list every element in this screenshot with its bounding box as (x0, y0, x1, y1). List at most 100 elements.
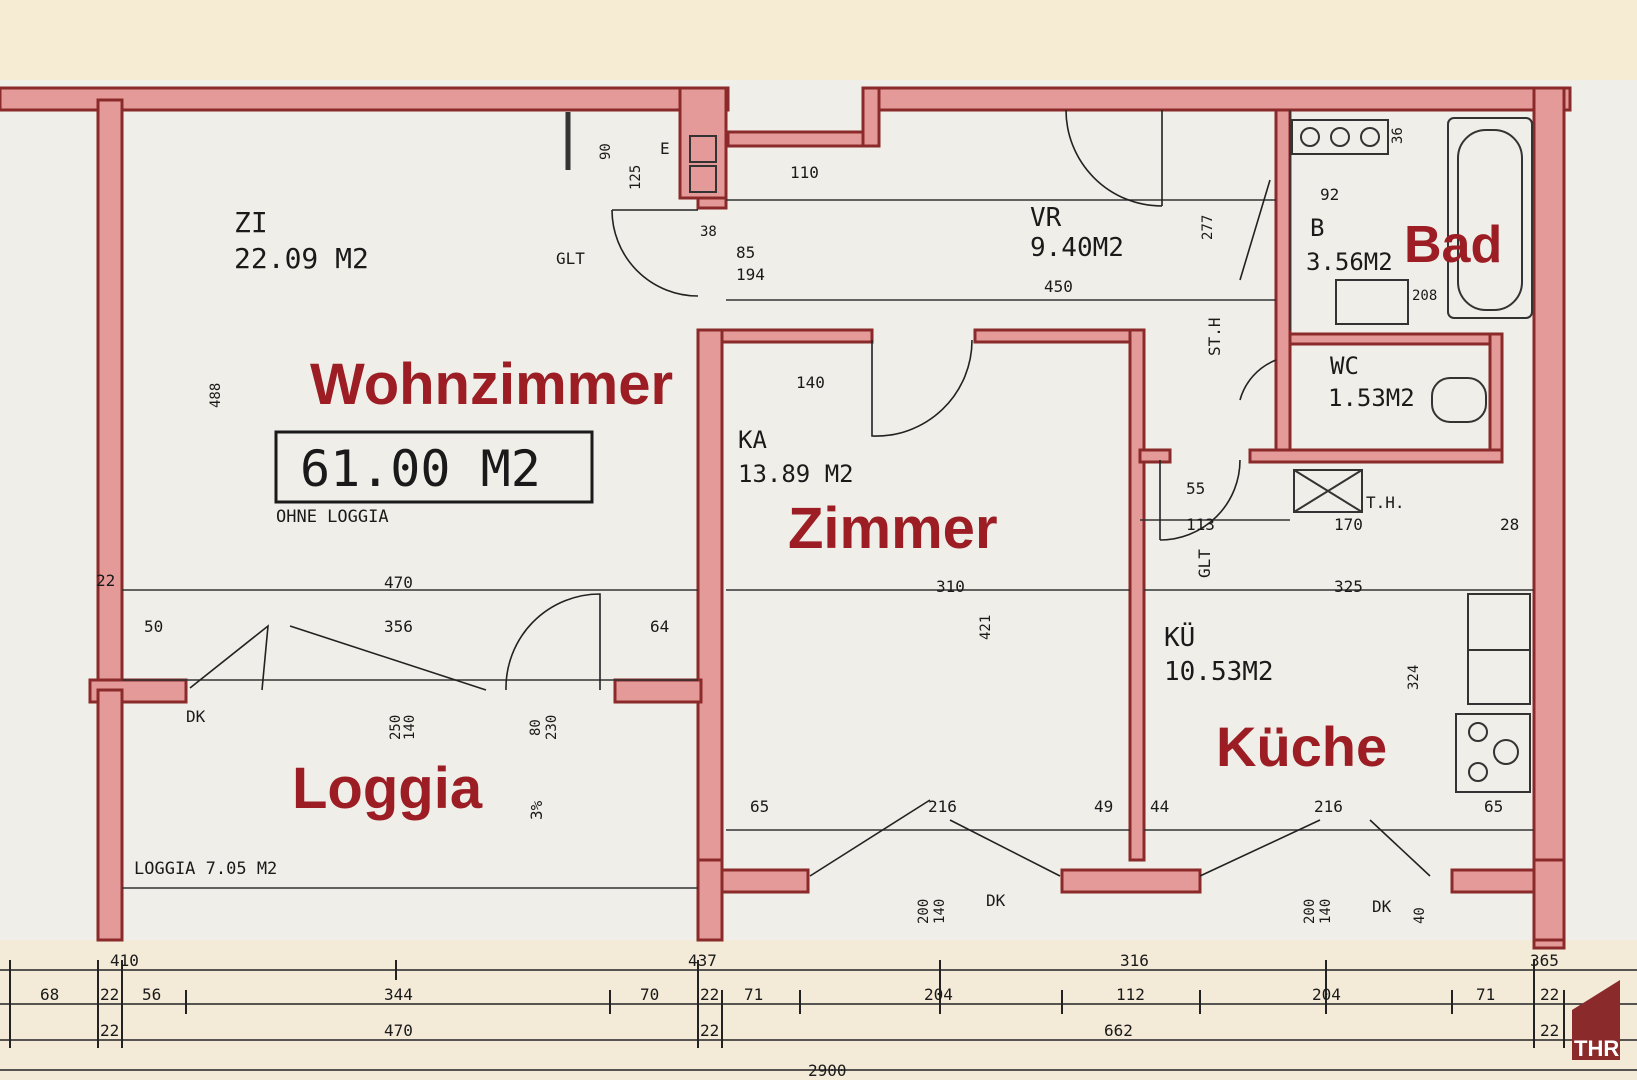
svg-text:356: 356 (384, 617, 413, 636)
annotation-sth: ST.H (1205, 317, 1224, 356)
svg-text:40: 40 (1412, 907, 1428, 924)
annotation-th: T.H. (1366, 493, 1405, 512)
door-loggia-1 (189, 624, 269, 691)
svg-text:50: 50 (144, 617, 163, 636)
svg-text:344: 344 (384, 985, 413, 1004)
room-area-ku: 10.53M2 (1164, 657, 1274, 687)
svg-text:65: 65 (1484, 797, 1503, 816)
room-codes: ZI 22.09 M2 VR 9.40M2 KA 13.89 M2 B 3.56… (134, 203, 1415, 879)
door-kueche (1159, 459, 1241, 541)
room-code-ka: KA (738, 426, 767, 454)
dimension-lines (0, 960, 1637, 1071)
total-area-value: 61.00 M2 (300, 440, 541, 498)
svg-text:421: 421 (978, 615, 994, 640)
svg-text:310: 310 (936, 577, 965, 596)
svg-text:324: 324 (1406, 665, 1422, 690)
wall-living-zimmer (696, 328, 724, 942)
svg-text:22: 22 (100, 985, 119, 1004)
kitchen-stove (1455, 713, 1531, 793)
logo-text: THR (1574, 1036, 1619, 1061)
room-area-b: 3.56M2 (1306, 248, 1393, 276)
svg-text:49: 49 (1094, 797, 1113, 816)
room-code-b: B (1310, 214, 1324, 242)
svg-text:64: 64 (650, 617, 669, 636)
wall-right-outer (1532, 86, 1566, 950)
plan-paper (0, 80, 1637, 940)
wall-shaft (678, 86, 728, 200)
fixtures (565, 112, 1533, 793)
svg-text:140: 140 (932, 899, 948, 924)
annotation-dk-3: DK (1372, 897, 1392, 916)
annotation-glt: GLT (556, 249, 585, 268)
svg-text:140: 140 (402, 715, 418, 740)
kitchen-shaft (1293, 469, 1363, 513)
paper-margin (0, 0, 1637, 80)
svg-text:140: 140 (1318, 899, 1334, 924)
total-area-box (274, 430, 594, 504)
svg-text:250: 250 (388, 715, 404, 740)
bad-sink (1335, 279, 1409, 325)
svg-text:70: 70 (640, 985, 659, 1004)
door-bad (1239, 179, 1271, 281)
svg-text:200: 200 (916, 899, 932, 924)
wall-top-left (0, 86, 730, 112)
svg-text:55: 55 (1186, 479, 1205, 498)
room-area-ka: 13.89 M2 (738, 460, 854, 488)
shaft-e2 (689, 165, 717, 193)
wall-shaft-foot (696, 196, 728, 210)
wall-bad-left (1274, 108, 1292, 457)
svg-text:410: 410 (110, 951, 139, 970)
svg-text:22: 22 (700, 985, 719, 1004)
bottom-dimensions: 410 437 316 365 68 22 56 344 70 22 71 20… (40, 951, 1559, 1080)
door-balcony-zimmer (809, 799, 1061, 877)
svg-text:488: 488 (208, 383, 224, 408)
annotation-dk-2: DK (986, 891, 1006, 910)
bathtub-inner (1457, 129, 1523, 311)
interior-dimensions: 488 470 356 50 64 22 140 170 28 325 310 … (96, 127, 1519, 924)
wall-top-right (863, 86, 1572, 112)
door-wc (1239, 359, 1277, 401)
svg-text:470: 470 (384, 573, 413, 592)
svg-text:470: 470 (384, 1021, 413, 1040)
logo-shape (1572, 980, 1620, 1060)
svg-text:140: 140 (796, 373, 825, 392)
svg-text:92: 92 (1320, 185, 1339, 204)
svg-text:194: 194 (736, 265, 765, 284)
svg-text:450: 450 (1044, 277, 1073, 296)
svg-text:56: 56 (142, 985, 161, 1004)
loggia-note: LOGGIA 7.05 M2 (134, 859, 277, 879)
room-code-zi: ZI (234, 206, 268, 239)
room-code-wc: WC (1330, 352, 1359, 380)
label-bad: Bad (1404, 216, 1502, 274)
svg-text:68: 68 (40, 985, 59, 1004)
wall-loggia-column-left (96, 688, 124, 942)
svg-text:112: 112 (1116, 985, 1145, 1004)
svg-text:71: 71 (1476, 985, 1495, 1004)
svg-text:38: 38 (700, 224, 717, 240)
wall-column-mid (696, 858, 724, 942)
svg-text:22: 22 (100, 1021, 119, 1040)
svg-text:65: 65 (750, 797, 769, 816)
wall-wc-right (1488, 332, 1504, 461)
wall-corridor-b (973, 328, 1142, 344)
label-zimmer: Zimmer (788, 496, 998, 561)
label-loggia: Loggia (292, 756, 483, 821)
svg-text:22: 22 (1540, 1021, 1559, 1040)
svg-text:110: 110 (790, 163, 819, 182)
svg-text:316: 316 (1120, 951, 1149, 970)
svg-text:204: 204 (924, 985, 953, 1004)
annotations: GLT GLT DK DK DK ST.H T.H. E 3% (186, 139, 1405, 916)
svg-text:2900: 2900 (808, 1061, 847, 1080)
wall-wc-bottom (1248, 448, 1504, 464)
room-code-ku: KÜ (1164, 621, 1195, 653)
wall-kueche-top (1138, 448, 1172, 464)
thr-logo: THR (1572, 980, 1620, 1061)
svg-text:80: 80 (528, 719, 544, 736)
wall-zimmer-kueche (1128, 328, 1146, 862)
svg-text:22: 22 (96, 571, 115, 590)
svg-text:170: 170 (1334, 515, 1363, 534)
svg-text:277: 277 (1200, 215, 1216, 240)
svg-text:204: 204 (1312, 985, 1341, 1004)
total-area: 61.00 M2 OHNE LOGGIA (274, 430, 594, 527)
svg-text:325: 325 (1334, 577, 1363, 596)
